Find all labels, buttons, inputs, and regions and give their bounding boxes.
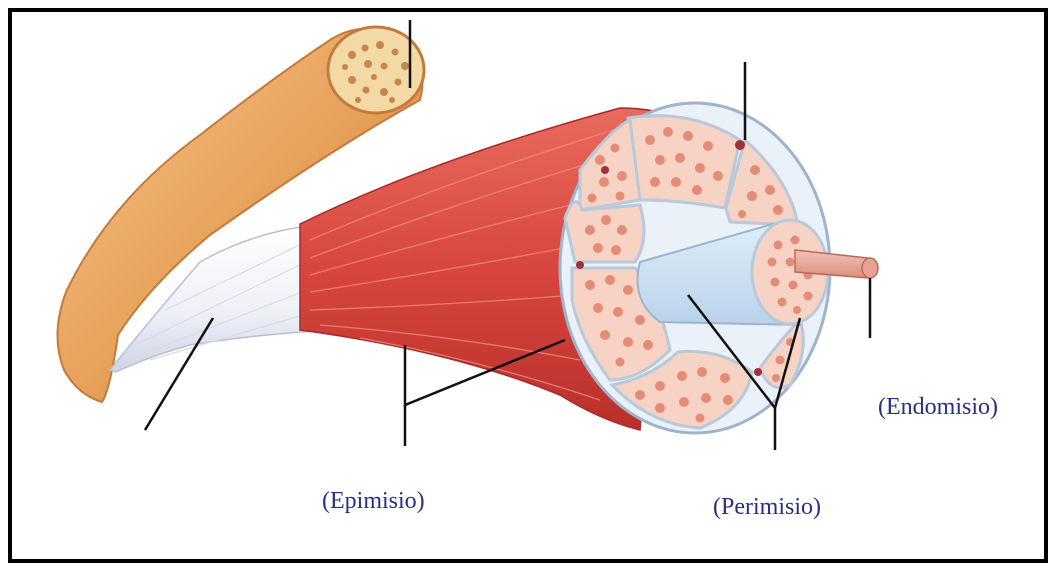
label-epimisio: (Epimisio) (322, 488, 425, 515)
label-perimisio: (Perimisio) (713, 494, 821, 521)
label-endomisio: (Endomisio) (878, 394, 998, 421)
